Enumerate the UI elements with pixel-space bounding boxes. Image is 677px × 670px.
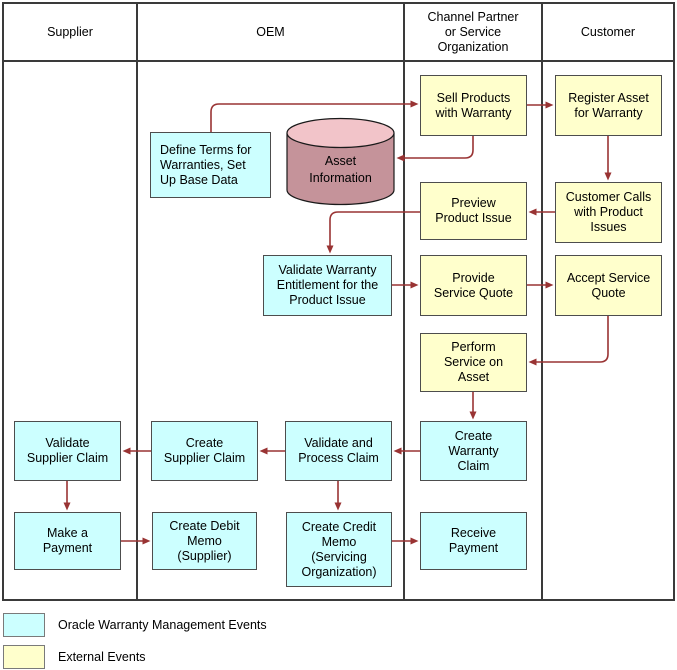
node-sell-products: Sell Products with Warranty [420,75,527,136]
node-provide-service-quote: Provide Service Quote [420,255,527,316]
node-perform-service-on-asset: Perform Service on Asset [420,333,527,392]
node-receive-payment: Receive Payment [420,512,527,570]
node-register-asset: Register Asset for Warranty [555,75,662,136]
node-create-warranty-claim: Create Warranty Claim [420,421,527,481]
lane-header-oem: OEM [256,24,285,39]
lane-header-customer: Customer [580,24,636,39]
node-validate-and-process-claim: Validate and Process Claim [285,421,392,481]
lane-header-channel-partner: Channel Partner or Service Organization [427,9,519,54]
node-preview-product-issue: Preview Product Issue [420,182,527,240]
node-validate-warranty-entitlement: Validate Warranty Entitlement for the Pr… [263,255,392,316]
legend-item-oracle-events: Oracle Warranty Management Events [3,613,267,637]
node-customer-calls: Customer Calls with Product Issues [555,182,662,243]
legend-swatch-external [3,645,45,669]
legend-label-external: External Events [58,650,146,664]
legend-item-external-events: External Events [3,645,146,669]
node-create-credit-memo: Create Credit Memo (Servicing Organizati… [286,512,392,587]
node-create-supplier-claim: Create Supplier Claim [151,421,258,481]
header-divider [3,60,674,62]
lane-divider-2 [403,3,405,600]
legend-label-oracle: Oracle Warranty Management Events [58,618,267,632]
legend-swatch-oracle [3,613,45,637]
node-create-debit-memo: Create Debit Memo (Supplier) [152,512,257,570]
node-define-terms: Define Terms for Warranties, Set Up Base… [150,132,271,198]
node-validate-supplier-claim: Validate Supplier Claim [14,421,121,481]
lane-divider-1 [136,3,138,600]
diagram-border [2,2,675,601]
node-accept-service-quote: Accept Service Quote [555,255,662,316]
lane-header-supplier: Supplier [47,24,93,39]
asset-information-label: Asset Information [309,154,372,185]
node-make-a-payment: Make a Payment [14,512,121,570]
lane-divider-3 [541,3,543,600]
